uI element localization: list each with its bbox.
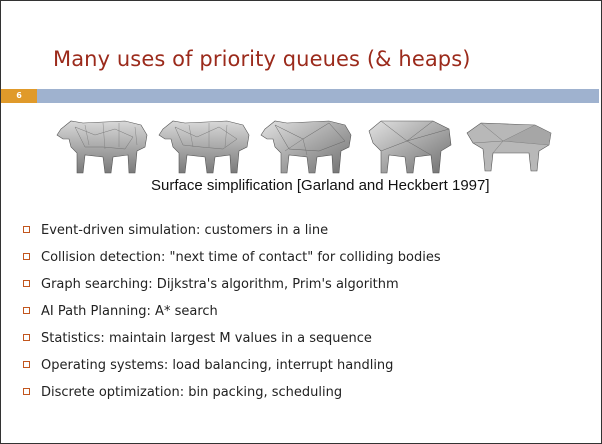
bullet-text: Operating systems: load balancing, inter… [41,358,394,373]
square-bullet-icon [23,280,30,287]
bullet-text: Statistics: maintain largest M values in… [41,331,372,346]
cow-mesh-4-icon [368,120,452,174]
bullet-text: Collision detection: "next time of conta… [41,250,441,265]
list-item: AI Path Planning: A* search [23,298,441,325]
list-item: Discrete optimization: bin packing, sche… [23,379,441,406]
bullet-text: Graph searching: Dijkstra's algorithm, P… [41,277,399,292]
square-bullet-icon [23,307,30,314]
bullet-list: Event-driven simulation: customers in a … [23,217,441,406]
slide-title: Many uses of priority queues (& heaps) [53,47,471,71]
cow-mesh-2-icon [158,120,250,174]
list-item: Statistics: maintain largest M values in… [23,325,441,352]
cow-mesh-1-icon [56,120,148,174]
cow-simplification-figure [56,120,552,174]
list-item: Event-driven simulation: customers in a … [23,217,441,244]
square-bullet-icon [23,388,30,395]
list-item: Collision detection: "next time of conta… [23,244,441,271]
square-bullet-icon [23,226,30,233]
list-item: Graph searching: Dijkstra's algorithm, P… [23,271,441,298]
square-bullet-icon [23,334,30,341]
cow-mesh-5-icon [466,122,552,172]
square-bullet-icon [23,361,30,368]
slide-number: 6 [1,89,37,103]
square-bullet-icon [23,253,30,260]
bullet-text: Discrete optimization: bin packing, sche… [41,385,343,400]
figure-caption: Surface simplification [Garland and Heck… [151,177,490,194]
cow-mesh-3-icon [260,120,352,174]
bullet-text: Event-driven simulation: customers in a … [41,223,329,238]
title-rule [1,89,599,103]
bullet-text: AI Path Planning: A* search [41,304,218,319]
list-item: Operating systems: load balancing, inter… [23,352,441,379]
